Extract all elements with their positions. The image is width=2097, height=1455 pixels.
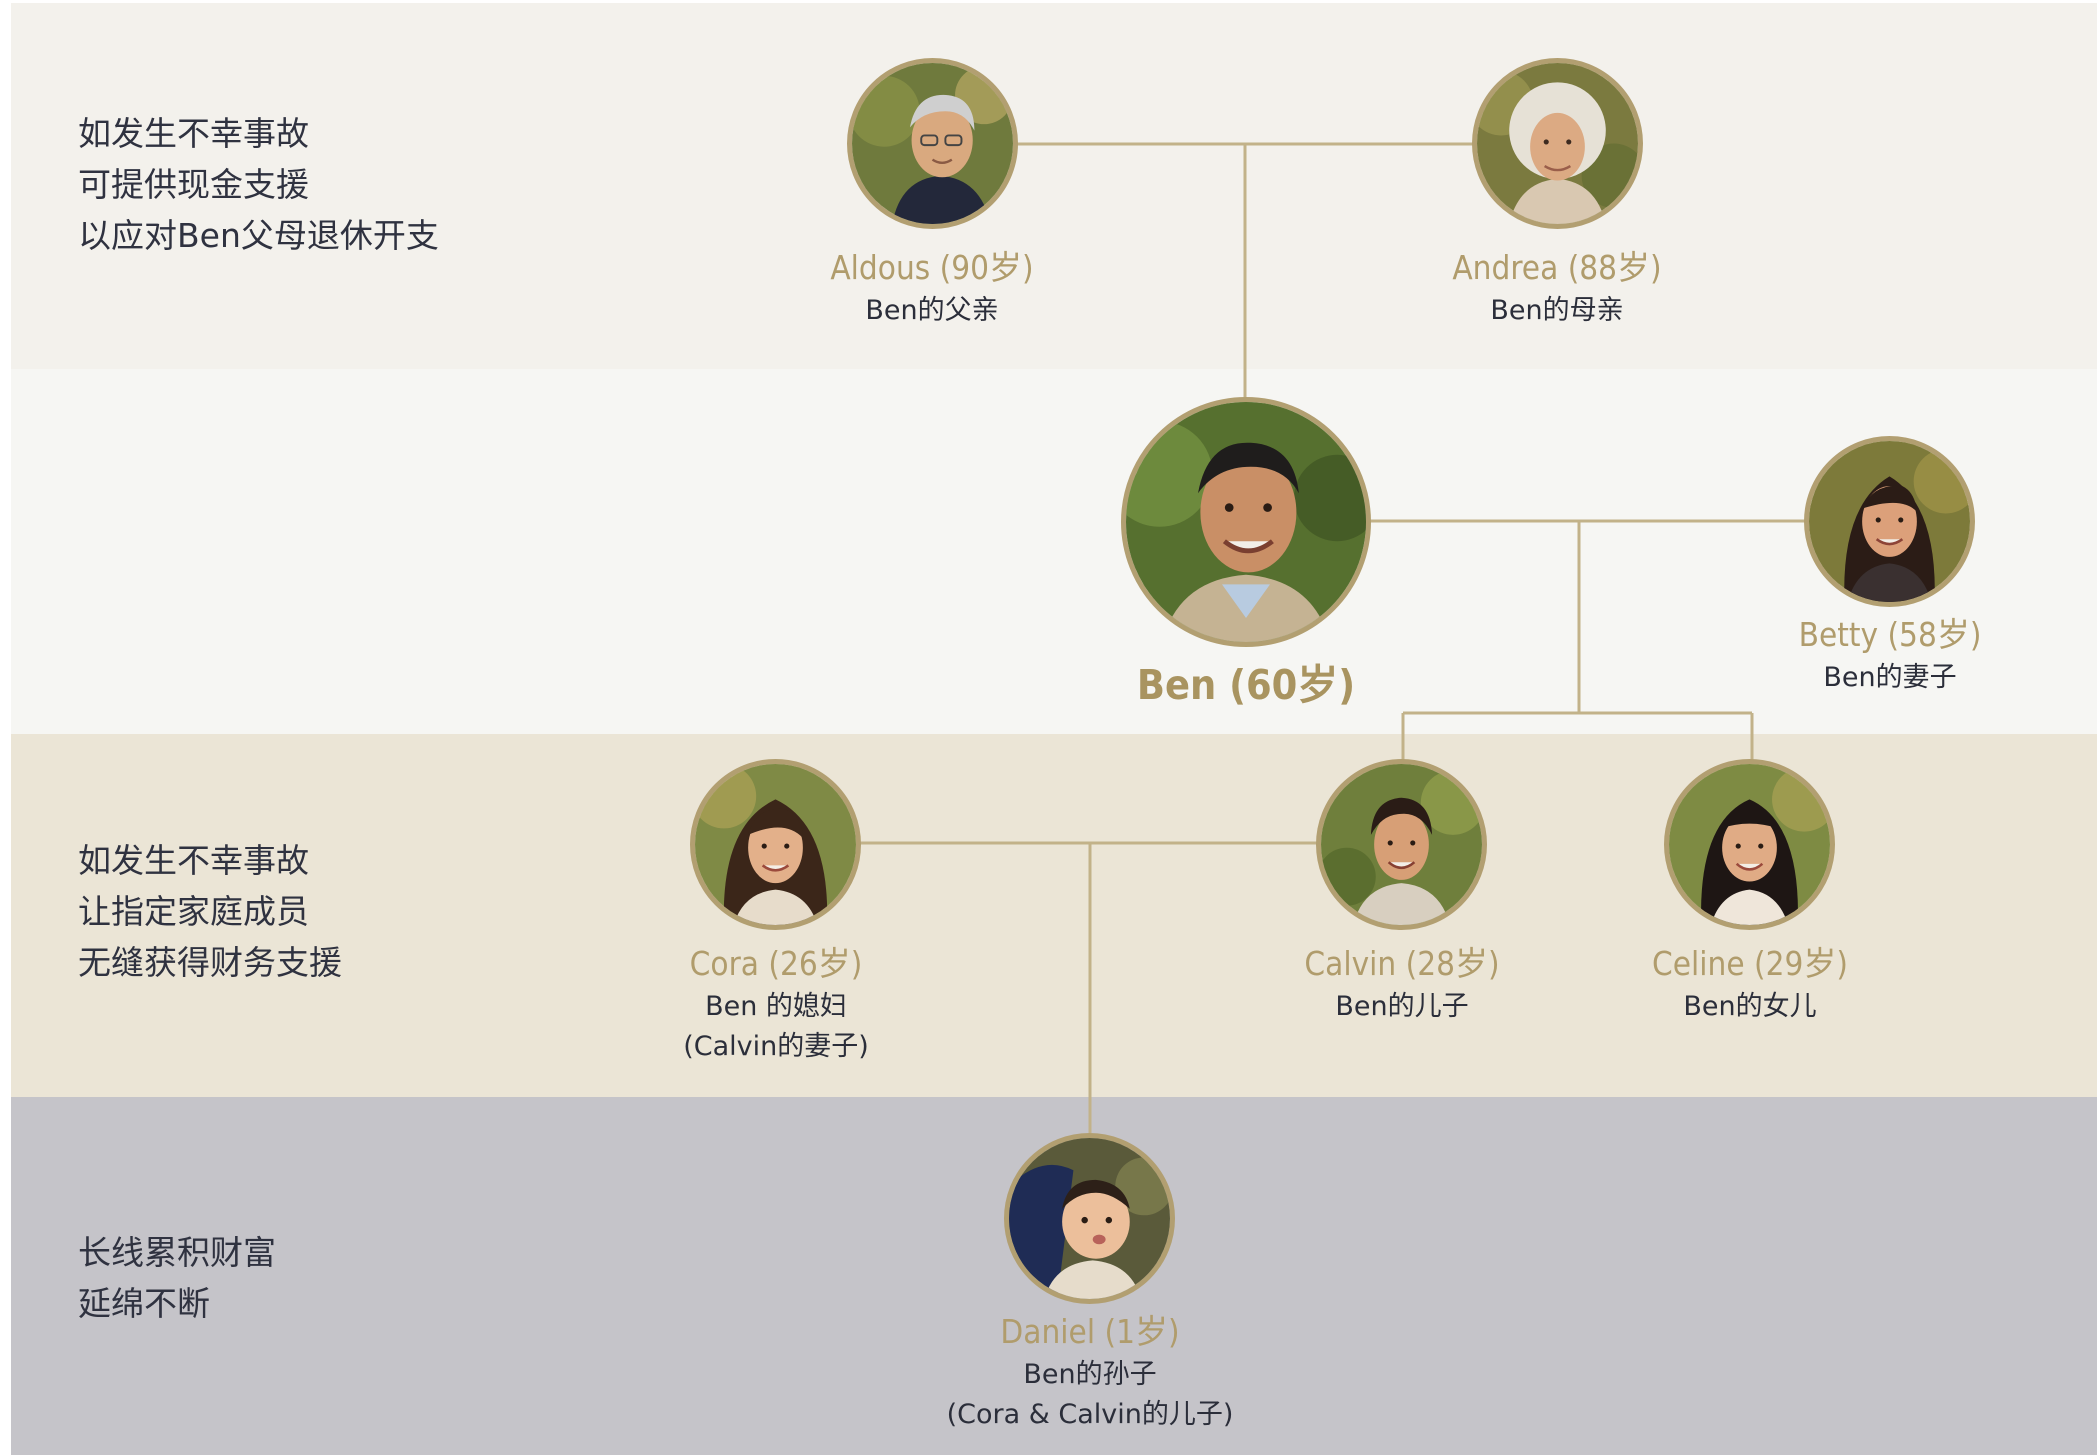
- daniel-relation-1: Ben的孙子: [1023, 1359, 1157, 1390]
- aldous-avatar: [847, 58, 1018, 229]
- cora-relation-1: Ben 的媳妇: [705, 991, 847, 1022]
- celine-relation: Ben的女儿: [1683, 991, 1817, 1022]
- band-4-description: 长线累积财富 延绵不断: [78, 1227, 276, 1329]
- young-woman-portrait-icon: [1669, 764, 1830, 925]
- ben-label: Ben (60岁): [1137, 659, 1355, 711]
- cora-name: Cora (26岁): [689, 944, 863, 983]
- band-3-description: 如发生不幸事故 让指定家庭成员 无缝获得财务支援: [78, 835, 342, 988]
- band-parents: [11, 3, 2097, 369]
- band-1-line-3: 以应对Ben父母退休开支: [78, 216, 439, 255]
- betty-relation: Ben的妻子: [1823, 662, 1957, 693]
- elderly-man-portrait-icon: [852, 63, 1013, 224]
- andrea-relation: Ben的母亲: [1490, 295, 1624, 326]
- aldous-relation: Ben的父亲: [865, 295, 999, 326]
- ben-name: Ben (60岁): [1136, 661, 1356, 709]
- betty-name: Betty (58岁): [1798, 615, 1982, 654]
- young-woman-portrait-icon: [695, 764, 856, 925]
- band-3-line-1: 如发生不幸事故: [78, 841, 309, 880]
- celine-label: Celine (29岁) Ben的女儿: [1652, 942, 1848, 1028]
- celine-name: Celine (29岁): [1652, 944, 1848, 983]
- baby-portrait-icon: [1009, 1138, 1170, 1299]
- calvin-relation: Ben的儿子: [1335, 991, 1469, 1022]
- band-1-line-1: 如发生不幸事故: [78, 114, 309, 153]
- betty-avatar: [1804, 436, 1975, 607]
- calvin-avatar: [1316, 759, 1487, 930]
- band-ben: [11, 369, 2097, 734]
- band-1-description: 如发生不幸事故 可提供现金支援 以应对Ben父母退休开支: [78, 108, 439, 261]
- daniel-avatar: [1004, 1133, 1175, 1304]
- andrea-avatar: [1472, 58, 1643, 229]
- band-4-line-2: 延绵不断: [78, 1284, 210, 1323]
- ben-avatar: [1121, 397, 1371, 647]
- woman-portrait-icon: [1809, 441, 1970, 602]
- band-4-line-1: 长线累积财富: [78, 1233, 276, 1272]
- andrea-name: Andrea (88岁): [1452, 248, 1662, 287]
- calvin-name: Calvin (28岁): [1304, 944, 1500, 983]
- man-portrait-icon: [1126, 402, 1366, 642]
- cora-relation-2: (Calvin的妻子): [683, 1031, 869, 1062]
- band-3-line-3: 无缝获得财务支援: [78, 943, 342, 982]
- aldous-name: Aldous (90岁): [830, 248, 1034, 287]
- cora-label: Cora (26岁) Ben 的媳妇 (Calvin的妻子): [683, 942, 869, 1068]
- elderly-woman-portrait-icon: [1477, 63, 1638, 224]
- band-3-line-2: 让指定家庭成员: [78, 892, 309, 931]
- band-1-line-2: 可提供现金支援: [78, 165, 309, 204]
- aldous-label: Aldous (90岁) Ben的父亲: [830, 246, 1033, 332]
- daniel-relation-2: (Cora & Calvin的儿子): [946, 1399, 1234, 1430]
- calvin-label: Calvin (28岁) Ben的儿子: [1304, 942, 1499, 1028]
- daniel-label: Daniel (1岁) Ben的孙子 (Cora & Calvin的儿子): [947, 1310, 1234, 1436]
- young-man-portrait-icon: [1321, 764, 1482, 925]
- betty-label: Betty (58岁) Ben的妻子: [1799, 613, 1982, 699]
- cora-avatar: [690, 759, 861, 930]
- daniel-name: Daniel (1岁): [1000, 1312, 1180, 1351]
- celine-avatar: [1664, 759, 1835, 930]
- andrea-label: Andrea (88岁) Ben的母亲: [1452, 246, 1661, 332]
